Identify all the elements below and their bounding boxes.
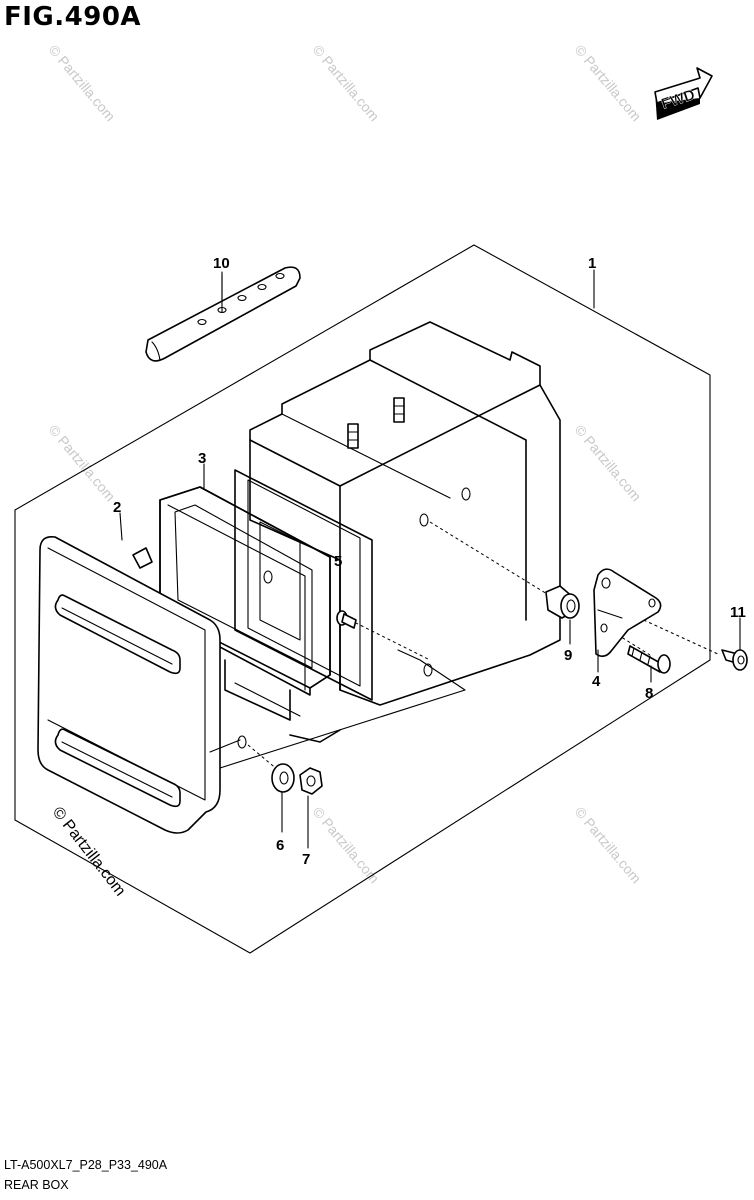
part-2-cover [37, 535, 247, 834]
callout-8: 8 [645, 685, 653, 702]
watermark: © Partzilla.com [46, 42, 119, 125]
part-7-nut [299, 767, 323, 795]
diagram-name: REAR BOX [4, 1178, 69, 1192]
callout-4: 4 [592, 673, 601, 690]
part-9-grommet [545, 585, 580, 619]
callout-6: 6 [276, 837, 284, 854]
callout-1: 1 [588, 255, 596, 272]
callout-11: 11 [730, 604, 746, 621]
callout-10: 10 [213, 255, 230, 272]
diagram-code: LT-A500XL7_P28_P33_490A [4, 1158, 168, 1172]
callout-5: 5 [334, 553, 342, 570]
part-1-box [224, 321, 561, 743]
fwd-arrow-icon: FWD [654, 67, 713, 120]
callout-2: 2 [113, 499, 121, 516]
watermark-main: © Partzilla.com [49, 804, 129, 899]
watermark: © Partzilla.com [572, 42, 645, 125]
callout-9: 9 [564, 647, 572, 664]
watermark: © Partzilla.com [310, 42, 383, 125]
watermark: © Partzilla.com [572, 804, 645, 887]
callout-3: 3 [198, 450, 206, 467]
assembly-frame [14, 244, 711, 954]
part-4-bracket [593, 568, 662, 658]
watermark: © Partzilla.com [572, 422, 645, 505]
watermark: © Partzilla.com [310, 804, 383, 887]
watermark: © Partzilla.com [46, 422, 119, 505]
part-6-washer [271, 763, 295, 793]
callout-7: 7 [302, 851, 310, 868]
part-11-screw [721, 649, 748, 671]
part-5-screw [336, 610, 357, 629]
part-8-bolt [627, 645, 671, 674]
figure-title: FIG.490A [4, 2, 142, 32]
part-10-strap [145, 266, 301, 362]
